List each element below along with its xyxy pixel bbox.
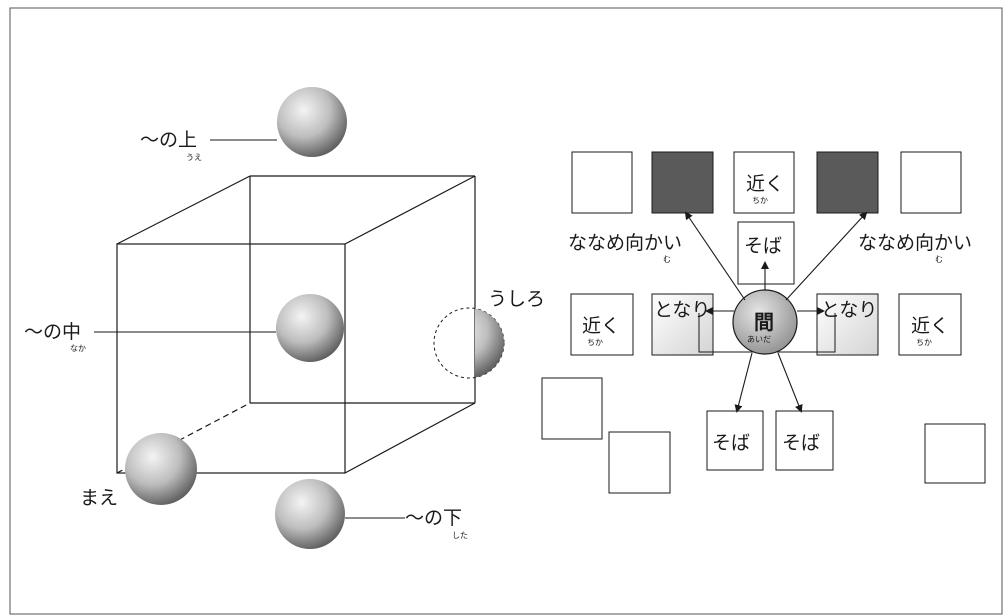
leader-lines bbox=[94, 139, 405, 519]
sphere-behind bbox=[433, 307, 505, 379]
label-diagonal-right: ななめ向かい bbox=[858, 232, 972, 254]
grid-square-diagonal-left bbox=[651, 151, 714, 214]
ruby-near-right: ちか bbox=[916, 338, 932, 347]
grid-square-diagonal-right bbox=[816, 151, 879, 214]
label-behind: うしろ bbox=[488, 288, 545, 310]
label-near-left: 近く bbox=[582, 315, 620, 337]
label-below: ～の下 bbox=[405, 507, 462, 529]
label-near-top: 近く bbox=[746, 173, 784, 195]
label-center: 間 bbox=[754, 310, 774, 334]
ruby-center: あいだ bbox=[747, 335, 771, 344]
arrows bbox=[684, 211, 868, 413]
ruby-below: した bbox=[452, 531, 468, 540]
ruby-near-top: ちか bbox=[752, 196, 768, 205]
grid-square-near-right bbox=[898, 293, 962, 356]
sphere-front bbox=[125, 433, 197, 505]
grid-square-soba-bottom-right bbox=[775, 410, 834, 471]
grid-square-scatter-3 bbox=[924, 423, 986, 484]
ruby-diagonal-left: む bbox=[663, 255, 671, 264]
ruby-diagonal-right: む bbox=[935, 255, 943, 264]
label-soba-bottom-right: そば bbox=[782, 432, 820, 454]
ruby-near-left: ちか bbox=[587, 338, 603, 347]
label-tonari-right: となり bbox=[821, 299, 877, 321]
grid-square-tonari-right bbox=[816, 293, 879, 356]
label-above: ～の上 bbox=[140, 129, 197, 151]
sphere-inside bbox=[276, 294, 344, 362]
ruby-above: うえ bbox=[186, 153, 202, 162]
grid-square-top-left bbox=[571, 151, 633, 214]
label-inside: ～の中 bbox=[24, 321, 81, 343]
label-near-right: 近く bbox=[911, 315, 949, 337]
grid-square-scatter-1 bbox=[541, 377, 603, 440]
label-tonari-left: となり bbox=[654, 299, 710, 321]
label-soba-top: そば bbox=[744, 235, 782, 257]
ruby-inside: なか bbox=[70, 344, 86, 353]
grid-square-scatter-2 bbox=[608, 431, 671, 494]
grid-square-tonari-left bbox=[651, 293, 714, 356]
label-front: まえ bbox=[80, 487, 118, 509]
outer-frame bbox=[9, 7, 1003, 615]
grid-square-top-right bbox=[900, 151, 962, 214]
sphere-above bbox=[277, 87, 347, 157]
grid-square-near-left bbox=[570, 293, 634, 356]
label-soba-bottom-left: そば bbox=[712, 432, 750, 454]
grid-square-soba-top bbox=[737, 221, 795, 285]
grid-square-near-top bbox=[733, 151, 795, 214]
label-diagonal-left: ななめ向かい bbox=[568, 232, 682, 254]
sphere-below bbox=[275, 479, 345, 549]
